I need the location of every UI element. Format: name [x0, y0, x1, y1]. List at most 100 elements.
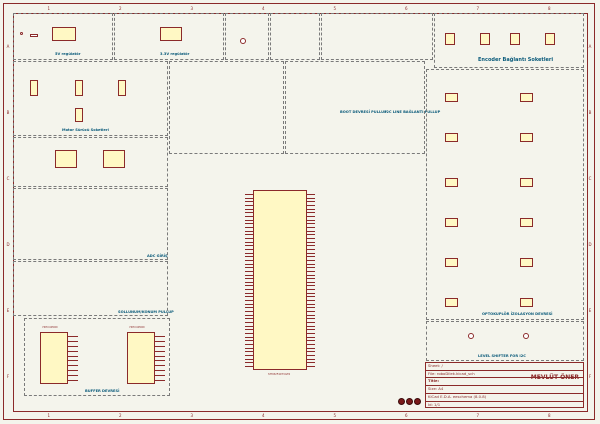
- mcu-pin: [245, 204, 253, 206]
- mcu-pin: [307, 197, 315, 199]
- stm32-mcu[interactable]: [253, 190, 307, 370]
- block-boot: [285, 61, 425, 154]
- mcu-pin: [245, 362, 253, 363]
- label-buffer: BUFFER DEVRESİ: [85, 389, 120, 393]
- mcu-pin: [245, 208, 253, 210]
- label-optocoupler: OPTOKUPLÖR İZOLASYON DEVRESİ: [482, 312, 553, 316]
- optocoupler-7[interactable]: [445, 218, 458, 227]
- mcu-pin: [245, 201, 253, 202]
- optocoupler-5[interactable]: [445, 178, 458, 187]
- mcu-label: STM32F407VGT6: [268, 373, 291, 376]
- optocoupler-4[interactable]: [520, 133, 533, 142]
- mcu-pin: [245, 245, 253, 246]
- mcu-pin: [245, 300, 253, 301]
- level-shifter-mosfet-1[interactable]: [468, 333, 474, 339]
- ic-pin: [68, 355, 78, 357]
- mcu-pin: [245, 263, 253, 265]
- usb-ic-1[interactable]: [55, 150, 77, 168]
- optocoupler-3[interactable]: [445, 133, 458, 142]
- tb-id: Id: 1/1: [426, 401, 583, 409]
- ic-pin: [155, 355, 165, 357]
- mcu-pin: [307, 263, 315, 265]
- encoder-connector-2[interactable]: [480, 33, 490, 45]
- mcu-pin: [307, 322, 315, 323]
- mcu-pin: [245, 347, 253, 349]
- mcu-pin: [245, 241, 253, 243]
- ic-pin: [68, 380, 78, 381]
- ic-pin: [155, 380, 165, 381]
- label-i2c-pullup: I2C LINE BAĞLANTI PULLUP: [385, 110, 441, 114]
- mcu-pin: [307, 274, 315, 276]
- mcu-pin: [307, 226, 315, 228]
- mcu-pin: [307, 300, 315, 301]
- mcu-pin: [307, 270, 315, 272]
- mcu-pin: [307, 336, 315, 338]
- mcu-pin: [307, 318, 315, 320]
- motor-socket-3[interactable]: [118, 80, 126, 96]
- mcu-pin: [245, 289, 253, 290]
- motor-socket-4[interactable]: [75, 108, 83, 122]
- mcu-pin: [245, 230, 253, 232]
- mcu-pin: [245, 344, 253, 345]
- level-shifter-mosfet-2[interactable]: [523, 333, 529, 339]
- mcu-pin: [307, 362, 315, 363]
- mcu-pin: [245, 314, 253, 316]
- ic-pin: [68, 340, 78, 342]
- encoder-connector-4[interactable]: [545, 33, 555, 45]
- optocoupler-8[interactable]: [520, 218, 533, 227]
- block-led: [270, 13, 320, 60]
- mcu-pin: [307, 358, 315, 360]
- ic-pin: [155, 370, 165, 371]
- mcu-pin: [307, 241, 315, 243]
- mcu-pin: [245, 219, 253, 221]
- optocoupler-10[interactable]: [520, 258, 533, 267]
- buffer-ic-2-label: 74HC4050D: [129, 326, 145, 329]
- buffer-ic-2[interactable]: [127, 332, 155, 384]
- connector[interactable]: [20, 32, 23, 35]
- motor-socket-2[interactable]: [75, 80, 83, 96]
- label-motor-driver-sockets: Motor Sürücü Soketleri: [62, 128, 109, 132]
- optocoupler-1[interactable]: [445, 93, 458, 102]
- optocoupler-9[interactable]: [445, 258, 458, 267]
- label-33v-regulator: 3.3V regülatör: [160, 52, 190, 56]
- mcu-pin: [245, 311, 253, 312]
- mcu-pin: [307, 201, 315, 202]
- mcu-pin: [307, 234, 315, 235]
- block-encoder-sockets: [434, 13, 584, 68]
- block-leds: [169, 61, 284, 154]
- optocoupler-6[interactable]: [520, 178, 533, 187]
- buffer-ic-1[interactable]: [40, 332, 68, 384]
- mcu-pin: [245, 351, 253, 352]
- block-motor-driver-sockets: [13, 61, 168, 136]
- optocoupler-12[interactable]: [520, 298, 533, 307]
- ic-pin: [155, 365, 165, 366]
- lm2596-ic[interactable]: [52, 27, 76, 41]
- ic-pin: [68, 370, 78, 371]
- ic-pin: [155, 336, 165, 337]
- mcu-pin: [307, 204, 315, 206]
- block-level-shifter: [426, 321, 584, 361]
- ic-pin: [68, 360, 78, 362]
- block-adc: [13, 188, 168, 260]
- title-block: Sheet: / File: roboDilek.kicad_sch Title…: [425, 362, 584, 408]
- optocoupler-11[interactable]: [445, 298, 458, 307]
- reset-button[interactable]: [240, 38, 246, 44]
- label-adc: ADC GİRİŞ: [147, 254, 168, 258]
- mcu-pin: [245, 366, 253, 367]
- usb-ic-2[interactable]: [103, 150, 125, 168]
- mcu-pin: [245, 197, 253, 199]
- encoder-connector-3[interactable]: [510, 33, 520, 45]
- mcu-pin: [245, 237, 253, 239]
- block-reset: [225, 13, 269, 60]
- resistor[interactable]: [30, 34, 38, 37]
- motor-socket-1[interactable]: [30, 80, 38, 96]
- mcu-pin: [307, 351, 315, 352]
- encoder-connector-1[interactable]: [445, 33, 455, 45]
- logo-icon: [398, 398, 405, 405]
- ams1117-ic[interactable]: [160, 27, 182, 41]
- mcu-pin: [245, 303, 253, 305]
- mcu-pin: [307, 303, 315, 305]
- optocoupler-2[interactable]: [520, 93, 533, 102]
- ic-pin: [155, 345, 165, 347]
